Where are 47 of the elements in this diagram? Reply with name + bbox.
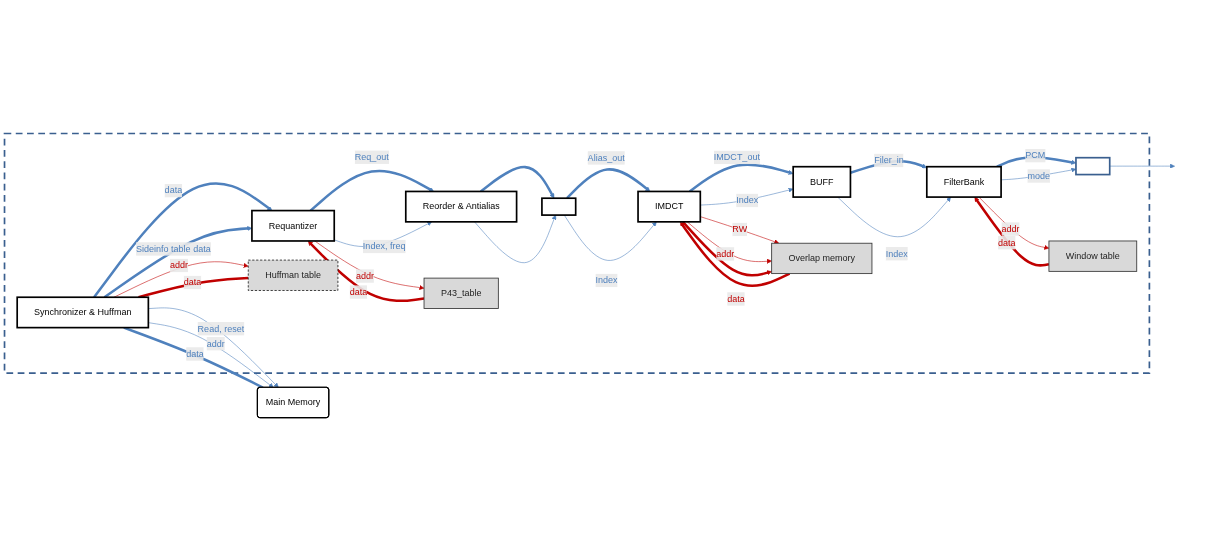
edge-label: Read, reset: [197, 324, 245, 334]
edge-label: Index: [736, 195, 759, 206]
edge-label: data: [186, 349, 204, 359]
node-box: Reorder & Antialias: [404, 191, 518, 224]
edge-label: data: [727, 294, 745, 304]
connector: [138, 277, 249, 299]
edge-label: addr: [170, 260, 189, 271]
node-box: BUFF: [792, 166, 852, 199]
edge-label: IMDCT_out: [713, 152, 760, 163]
edge-label: Index: [595, 275, 618, 286]
edge-label: data: [349, 287, 368, 298]
node-box: [1075, 157, 1111, 176]
node-box: IMDCT: [637, 191, 702, 224]
node-box: [541, 197, 577, 217]
edge-label: data: [183, 277, 202, 288]
arrow: [93, 182, 273, 299]
edge-label: addr: [206, 339, 225, 349]
arrow: [679, 222, 791, 288]
node-box: Window table: [1048, 241, 1138, 273]
arrow: [974, 197, 1050, 268]
arrow: [309, 170, 434, 212]
edge-label: Alias_out: [587, 153, 625, 163]
node-box: Synchronizer & Huffman: [16, 296, 150, 329]
node-box: P43_table: [423, 278, 499, 310]
edge-label: data: [164, 185, 183, 196]
arrow: [688, 163, 794, 193]
node-box: Overlap memory: [771, 243, 873, 275]
edge-label: addr: [1001, 224, 1020, 235]
arrow: [566, 168, 651, 200]
edge-label: mode: [1027, 171, 1050, 181]
arrow: [479, 166, 555, 199]
edge-label: PCM: [1025, 150, 1046, 161]
edge-label: Req_out: [354, 152, 389, 163]
arrow: [307, 241, 425, 303]
edge-label: addr: [716, 249, 735, 259]
node-box: Huffman table: [247, 260, 339, 292]
cluster: [3, 133, 1151, 375]
edge-label: Sideinfo table data: [136, 244, 211, 254]
node-box: FilterBank: [925, 166, 1002, 199]
edge-label: data: [998, 238, 1016, 248]
edge-label: Index, freq: [362, 241, 406, 252]
edge-label: addr: [355, 271, 374, 281]
node-box: Requantizer: [251, 210, 336, 243]
edge-label: Index: [885, 249, 908, 259]
edge-label: Filer_in: [874, 155, 904, 166]
edge-label: RW: [732, 224, 748, 235]
arrow: [681, 221, 772, 277]
